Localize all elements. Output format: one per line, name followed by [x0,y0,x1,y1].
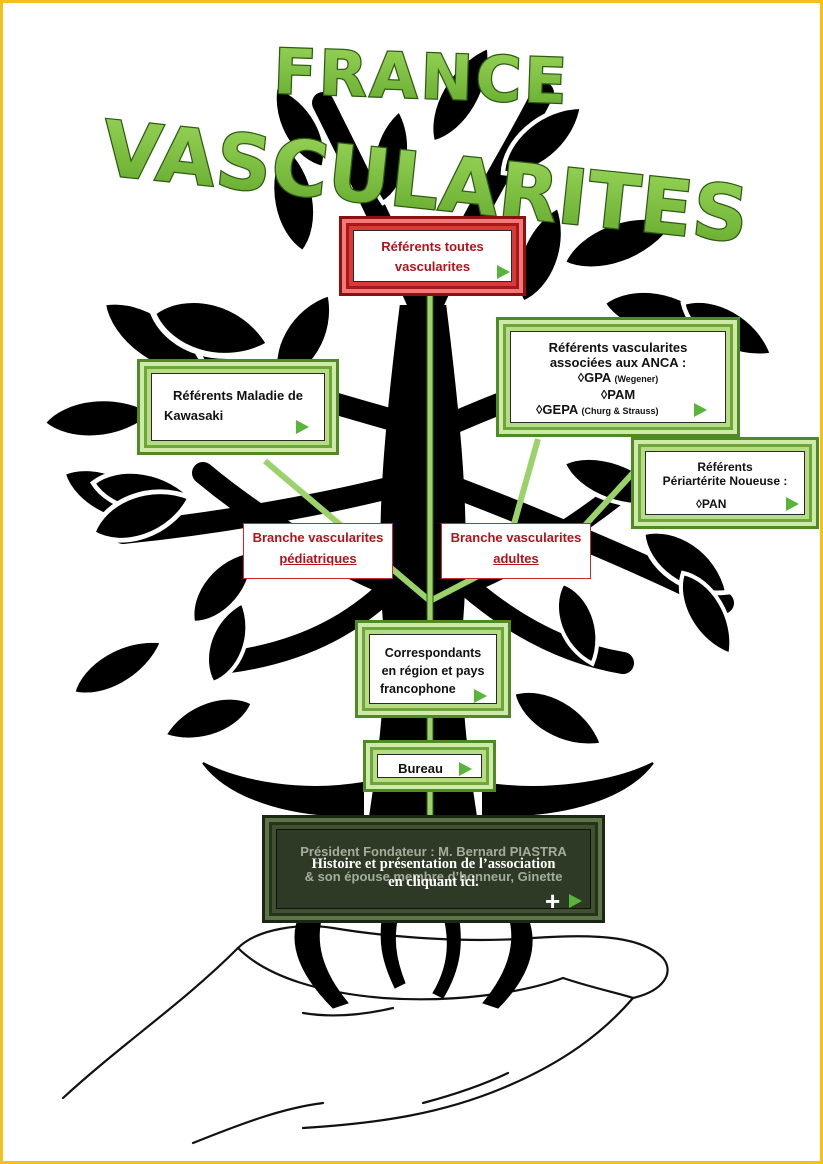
correspondants-line2: en région et pays [381,664,485,678]
branch-adult-link[interactable]: adultes [493,551,539,566]
correspondants-line3: francophone [380,682,456,696]
branch-pediatric-link[interactable]: pédiatriques [279,551,357,566]
toutes-line1: Référents toutes [381,239,484,254]
branch-pediatric[interactable]: Branche vascularites pédiatriques [243,523,393,579]
plus-icon[interactable]: + [545,886,561,916]
pan-line2: Périartérite Noueuse : [662,474,788,488]
play-arrow-icon[interactable] [296,420,309,434]
anca-pam: ◊PAM [600,387,636,402]
histoire-line1[interactable]: Histoire et présentation de l’associatio… [311,856,556,872]
correspondants-line1: Correspondants [384,646,482,660]
anca-line2: associées aux ANCA : [549,355,687,370]
play-arrow-icon[interactable] [474,689,487,703]
anca-gepa: ◊GEPA (Churg & Strauss) [536,402,659,417]
kawasaki-line2: Kawasaki [164,408,224,423]
anca-gpa: ◊GPA (Wegener) [577,370,659,385]
play-arrow-icon[interactable] [786,497,799,511]
play-arrow-icon[interactable] [569,894,582,908]
anca-line1: Référents vascularites [548,340,688,355]
kawasaki-box[interactable]: Référents Maladie de Kawasaki [137,359,339,455]
branch-adult[interactable]: Branche vascularites adultes [441,523,591,579]
pan-line1: Référents [697,460,753,474]
toutes-line2: vascularites [394,259,471,274]
anca-box[interactable]: Référents vascularites associées aux ANC… [496,317,740,437]
toutes-vascularites-box[interactable]: Référents toutes vascularites [339,216,526,296]
hand-illustration [61,925,669,1145]
pan-box[interactable]: Référents Périartérite Noueuse : ◊PAN [631,437,819,529]
histoire-box[interactable]: Président Fondateur : M. Bernard PIASTRA… [262,815,605,923]
histoire-bg1: Président Fondateur : M. Bernard PIASTRA [300,844,567,859]
play-arrow-icon[interactable] [694,403,707,417]
bureau-box[interactable]: Bureau [363,740,496,792]
logo-line1: FRANCE [273,35,571,118]
pan-line3: ◊PAN [696,497,727,511]
bureau-label: Bureau [398,761,443,776]
play-arrow-icon[interactable] [459,762,472,776]
tree-illustration: FRANCE VASCULARITES [3,34,823,1145]
histoire-bg2: & son épouse membre d’honneur, Ginette [304,869,563,884]
branch-adult-line1: Branche vascularites [450,530,582,545]
branch-pediatric-line1: Branche vascularites [252,530,384,545]
correspondants-box[interactable]: Correspondants en région et pays francop… [355,620,511,718]
play-arrow-icon[interactable] [497,265,510,279]
kawasaki-line1: Référents Maladie de [172,388,304,403]
histoire-line2[interactable]: en cliquant ici. [388,874,479,890]
